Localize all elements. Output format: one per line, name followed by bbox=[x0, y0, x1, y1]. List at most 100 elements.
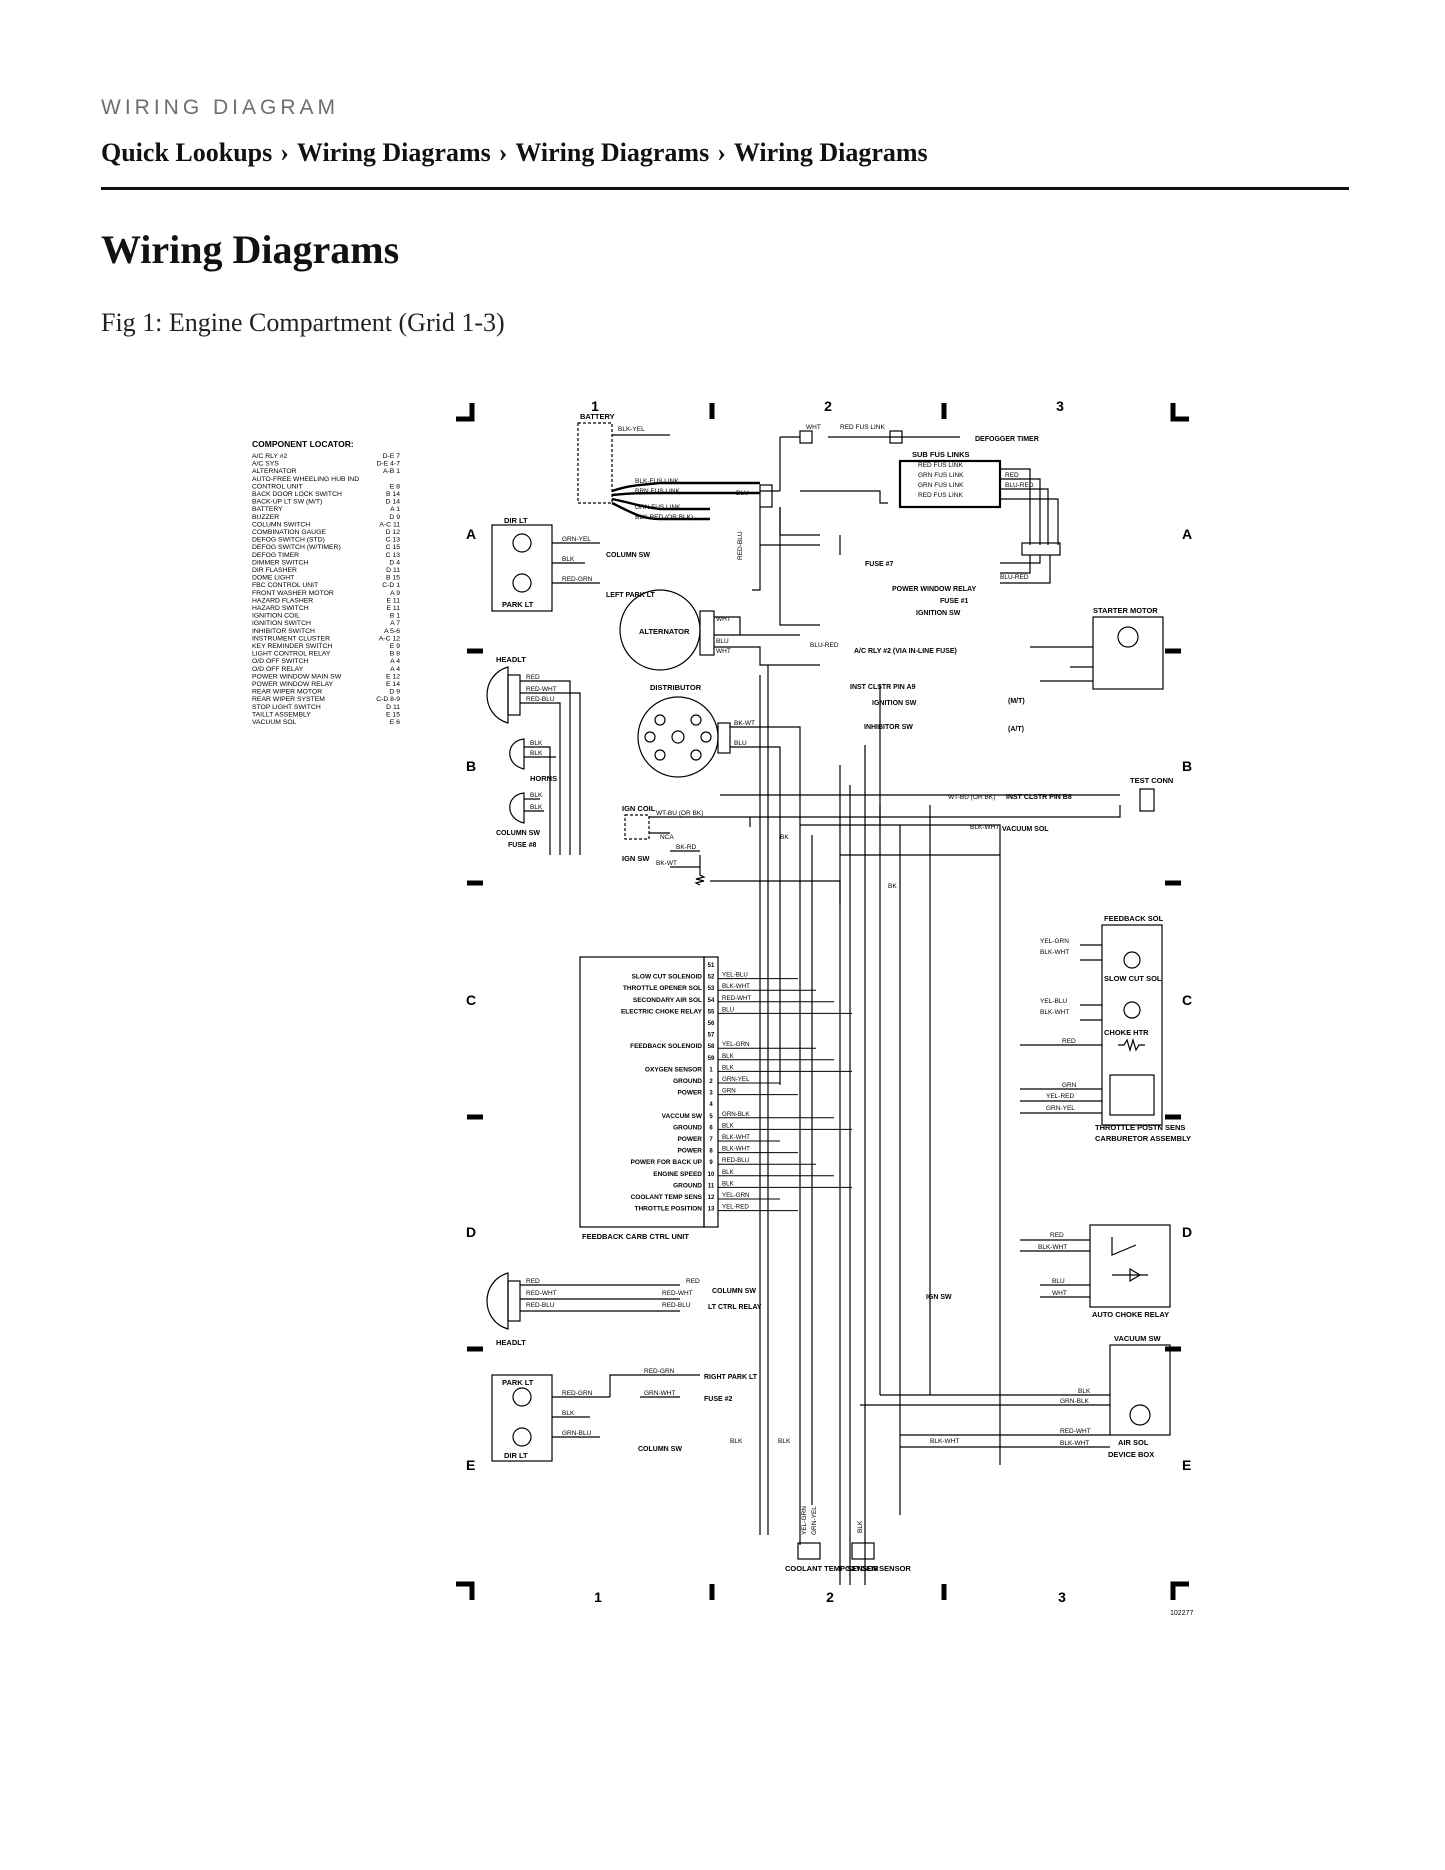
locator-entry-name: LIGHT CONTROL RELAY bbox=[252, 651, 331, 658]
wire-label: RED bbox=[526, 1278, 540, 1285]
locator-entry-grid: D-E 7 bbox=[383, 453, 401, 460]
locator-entry-name: POWER WINDOW MAIN SW bbox=[252, 673, 342, 680]
locator-entry-grid: C-D 8-9 bbox=[376, 696, 400, 703]
lamp-symbol bbox=[512, 573, 532, 593]
wire-label: BLK bbox=[1078, 1388, 1091, 1395]
locator-entry-grid: A 7 bbox=[390, 620, 400, 627]
locator-entry-name: BUZZER bbox=[252, 514, 279, 521]
wire-label: BLK bbox=[530, 792, 543, 799]
grid-row-label: C bbox=[466, 992, 476, 1008]
callout: COLUMN SW bbox=[606, 552, 650, 559]
device-box bbox=[1109, 1344, 1171, 1436]
sub-fus-link-box bbox=[898, 459, 1002, 509]
ecu-pin-wire: BLK-WHT bbox=[722, 1146, 750, 1153]
dir-lt-top-label: DIR LT bbox=[504, 516, 528, 525]
locator-entry-grid: A 4 bbox=[390, 658, 400, 665]
wire-label: BK-RD bbox=[676, 844, 697, 851]
locator-entry-grid: E 8 bbox=[390, 483, 400, 490]
dir-lt-bottom-label: DIR LT bbox=[504, 1451, 528, 1460]
wire-label: BLK-YEL bbox=[618, 426, 645, 433]
callout: A/C RLY #2 (VIA IN-LINE FUSE) bbox=[854, 648, 957, 655]
page-title: Wiring Diagrams bbox=[101, 227, 400, 272]
grid-row-label: D bbox=[466, 1224, 476, 1240]
ecu-pin-label: POWER bbox=[677, 1148, 702, 1155]
wire-label: WHT bbox=[716, 648, 731, 655]
distributor-label: DISTRIBUTOR bbox=[650, 683, 702, 692]
wire-label: WHT bbox=[806, 424, 821, 431]
wire bbox=[552, 1374, 700, 1438]
connector bbox=[699, 610, 715, 656]
wire-label: BK bbox=[780, 834, 789, 841]
locator-entry-name: TAILLT ASSEMBLY bbox=[252, 711, 311, 718]
wire bbox=[520, 1284, 680, 1312]
component-labels: BATTERY ALTERNATOR DISTRIBUTOR IGN COIL … bbox=[496, 412, 1191, 1573]
wire-label: RED-GRN bbox=[562, 1390, 593, 1397]
ecu-pin-label: OXYGEN SENSOR bbox=[645, 1066, 702, 1073]
headlt-bottom-label: HEADLT bbox=[496, 1338, 526, 1347]
locator-entry-grid: D 4 bbox=[389, 559, 400, 566]
ecu-pin-wire: BLK bbox=[722, 1169, 735, 1176]
wire-label: GRN-YEL bbox=[1046, 1105, 1075, 1112]
ecu-pin-number: 58 bbox=[708, 1044, 715, 1050]
locator-entry-name: COLUMN SWITCH bbox=[252, 521, 310, 528]
ecu-pin-wire: BLK-WHT bbox=[722, 1134, 750, 1141]
callout: RIGHT PARK LT bbox=[704, 1374, 758, 1381]
wire-label: GRN bbox=[1062, 1082, 1077, 1089]
wire-label: RED-BLU bbox=[737, 531, 744, 560]
ecu-pin-wire: YEL-BLU bbox=[722, 972, 748, 979]
callout: COLUMN SW bbox=[496, 830, 540, 837]
wire-label: RED bbox=[1050, 1232, 1064, 1239]
wire-label: BLU-RED bbox=[810, 642, 839, 649]
locator-entry-name: AUTO-FREE WHEELING HUB IND bbox=[252, 476, 359, 483]
wire-label: BLK bbox=[530, 750, 543, 757]
wire bbox=[752, 507, 820, 591]
ecu-pin-number: 7 bbox=[709, 1137, 713, 1143]
locator-entry-name: COMBINATION GAUGE bbox=[252, 529, 326, 536]
locator-entry-grid: C 13 bbox=[386, 537, 401, 544]
wire-label: GRN FUS LINK bbox=[635, 504, 681, 511]
breadcrumb-separator: › bbox=[280, 138, 289, 167]
callout: INST CLSTR PIN B8 bbox=[1006, 794, 1072, 801]
breadcrumb-link-quick-lookups[interactable]: Quick Lookups bbox=[101, 138, 273, 167]
wire bbox=[860, 944, 1110, 1448]
grid-col-label: 3 bbox=[1056, 398, 1064, 414]
ecu-pin-wire: BLK bbox=[722, 1053, 735, 1060]
breadcrumb-link-wiring-diagrams-3[interactable]: Wiring Diagrams bbox=[733, 138, 928, 167]
wire-label: GRN-BLK bbox=[1060, 1398, 1090, 1405]
ecu-pin-label: POWER bbox=[677, 1090, 702, 1097]
locator-entry-grid: B 1 bbox=[390, 613, 400, 620]
ecu-pin-wire: RED-BLU bbox=[722, 1157, 749, 1164]
locator-entry-name: FBC CONTROL UNIT bbox=[252, 582, 318, 589]
callout: COLUMN SW bbox=[712, 1288, 756, 1295]
wire-label: WT-BU (OR BK) bbox=[656, 810, 703, 817]
ecu-pin-wire: BLK bbox=[722, 1180, 735, 1187]
wire-label: BK bbox=[888, 883, 897, 890]
ecu-pin-wire: GRN-BLK bbox=[722, 1111, 750, 1118]
ecu-pin-number: 52 bbox=[708, 975, 715, 981]
wire bbox=[552, 542, 600, 584]
locator-entry-name: CONTROL UNIT bbox=[252, 483, 303, 490]
locator-entry-name: O/D OFF SWITCH bbox=[252, 658, 308, 665]
callout: LT CTRL RELAY bbox=[708, 1304, 762, 1311]
locator-entry-name: ALTERNATOR bbox=[252, 468, 297, 475]
ign-coil-box bbox=[624, 814, 650, 840]
wire-label: YEL-GRN bbox=[801, 1506, 808, 1535]
wire-label: BLU-RED bbox=[1000, 574, 1029, 581]
ecu-pin-label: GROUND bbox=[673, 1124, 702, 1131]
breadcrumb-link-wiring-diagrams[interactable]: Wiring Diagrams bbox=[296, 138, 491, 167]
relay-contacts bbox=[1111, 1237, 1148, 1283]
breadcrumb-link-wiring-diagrams-2[interactable]: Wiring Diagrams bbox=[515, 138, 710, 167]
callout: (A/T) bbox=[1008, 726, 1024, 733]
locator-entry-grid: C 15 bbox=[386, 544, 401, 551]
locator-entry-grid: E 9 bbox=[390, 643, 400, 650]
locator-entry-name: KEY REMINDER SWITCH bbox=[252, 643, 332, 650]
wire bbox=[779, 507, 841, 555]
ecu-label: FEEDBACK CARB CTRL UNIT bbox=[582, 1232, 689, 1241]
locator-entry-grid: D 11 bbox=[386, 567, 400, 574]
battery-label: BATTERY bbox=[580, 412, 615, 421]
wire bbox=[649, 816, 841, 905]
wire bbox=[779, 507, 1051, 626]
locator-entry-grid: C-D 1 bbox=[382, 582, 400, 589]
ecu-pin-number: 1 bbox=[709, 1067, 713, 1073]
